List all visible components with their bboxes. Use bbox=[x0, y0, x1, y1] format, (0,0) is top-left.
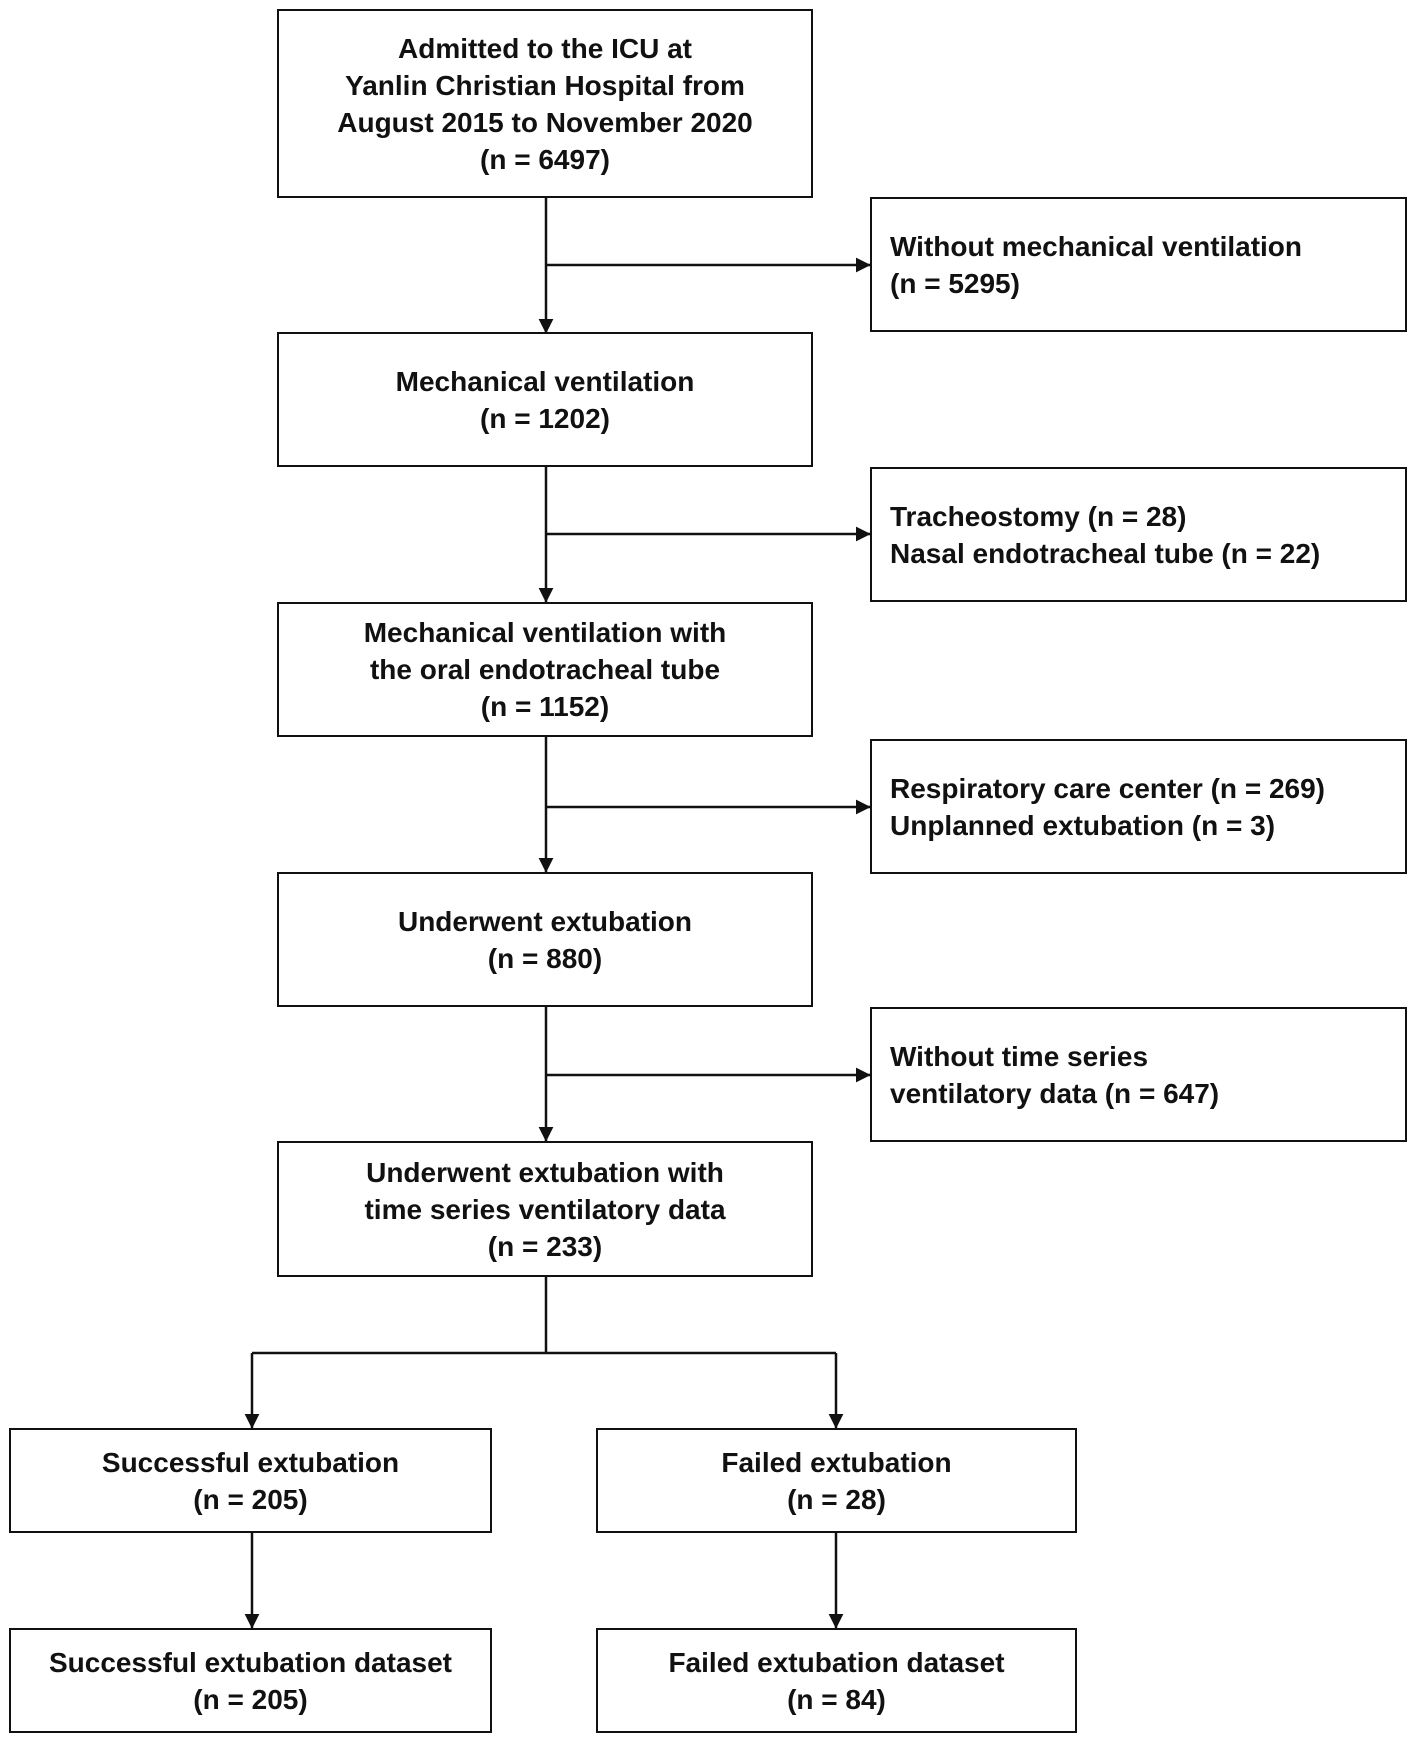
box-tube-exclusions-text: Tracheostomy (n = 28) Nasal endotracheal… bbox=[890, 500, 1321, 569]
box-failed-extubation: Failed extubation (n = 28) bbox=[596, 1428, 1077, 1533]
box-time-series-exclusions: Without time series ventilatory data (n … bbox=[870, 1007, 1407, 1142]
box-successful-extubation-dataset: Successful extubation dataset (n = 205) bbox=[9, 1628, 492, 1733]
box-failed-extubation-text: Failed extubation (n = 28) bbox=[721, 1446, 952, 1515]
box-time-series-exclusions-text: Without time series ventilatory data (n … bbox=[890, 1040, 1220, 1109]
box-oral-endotracheal-tube-text: Mechanical ventilation with the oral end… bbox=[363, 617, 727, 722]
box-underwent-extubation: Underwent extubation (n = 880) bbox=[277, 872, 813, 1007]
box-admitted: Admitted to the ICU at Yanlin Christian … bbox=[277, 9, 813, 198]
box-mechanical-ventilation-text: Mechanical ventilation (n = 1202) bbox=[395, 365, 695, 434]
box-rcc-exclusions-text: Respiratory care center (n = 269) Unplan… bbox=[890, 772, 1325, 841]
box-failed-extubation-dataset: Failed extubation dataset (n = 84) bbox=[596, 1628, 1077, 1733]
box-successful-extubation: Successful extubation (n = 205) bbox=[9, 1428, 492, 1533]
box-successful-extubation-text: Successful extubation (n = 205) bbox=[101, 1446, 400, 1515]
box-rcc-exclusions: Respiratory care center (n = 269) Unplan… bbox=[870, 739, 1407, 874]
box-failed-extubation-dataset-text: Failed extubation dataset (n = 84) bbox=[668, 1646, 1005, 1715]
box-extubation-with-time-series-text: Underwent extubation with time series ve… bbox=[364, 1156, 726, 1262]
box-admitted-text: Admitted to the ICU at Yanlin Christian … bbox=[337, 32, 753, 175]
box-tube-exclusions: Tracheostomy (n = 28) Nasal endotracheal… bbox=[870, 467, 1407, 602]
box-oral-endotracheal-tube: Mechanical ventilation with the oral end… bbox=[277, 602, 813, 737]
box-mechanical-ventilation: Mechanical ventilation (n = 1202) bbox=[277, 332, 813, 467]
box-without-mechanical-ventilation-text: Without mechanical ventilation (n = 5295… bbox=[890, 230, 1303, 299]
box-successful-extubation-dataset-text: Successful extubation dataset (n = 205) bbox=[48, 1646, 452, 1715]
box-extubation-with-time-series: Underwent extubation with time series ve… bbox=[277, 1141, 813, 1277]
box-underwent-extubation-text: Underwent extubation (n = 880) bbox=[397, 905, 692, 974]
box-without-mechanical-ventilation: Without mechanical ventilation (n = 5295… bbox=[870, 197, 1407, 332]
